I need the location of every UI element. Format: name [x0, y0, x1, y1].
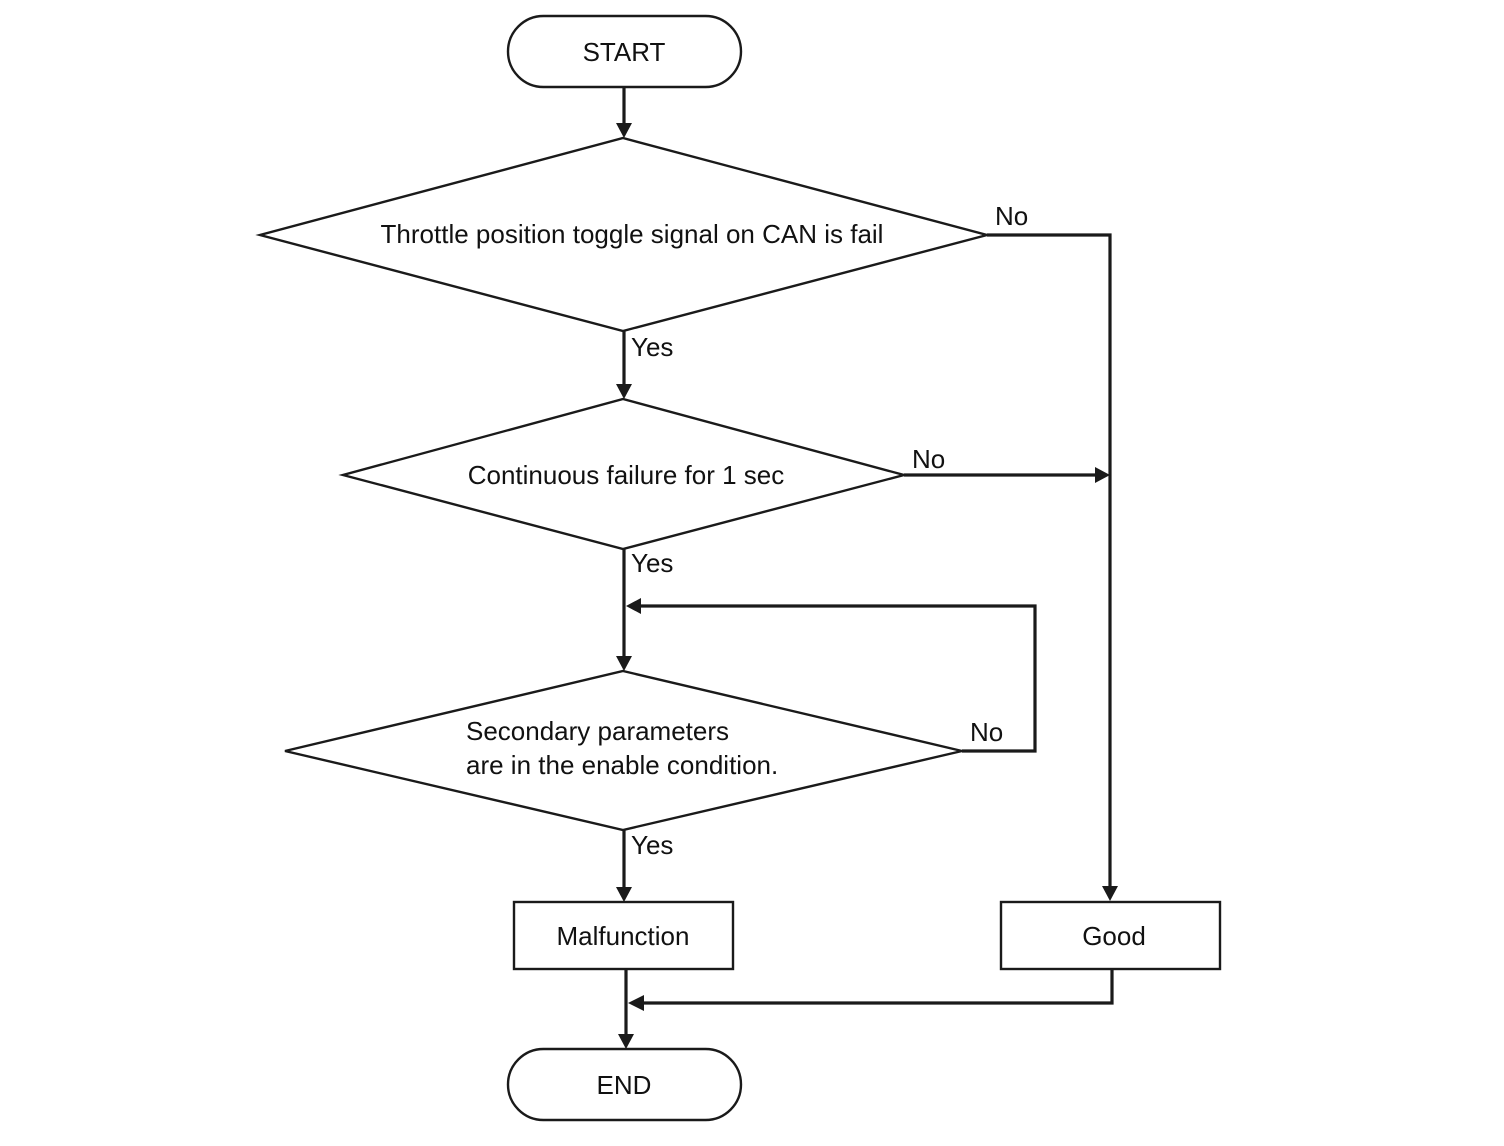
connector-good-to-end — [628, 969, 1114, 1011]
end-terminal: END — [506, 1047, 743, 1122]
arrowhead — [618, 1034, 634, 1049]
malfunction-label: Malfunction — [557, 921, 690, 951]
malfunction-box: Malfunction — [512, 900, 735, 971]
edge-label-d2-no: No — [912, 444, 945, 474]
connector-decision2-yes — [616, 549, 632, 671]
start-label: START — [583, 37, 666, 67]
connector-decision3-no-loop — [626, 598, 1037, 753]
decision-throttle-signal-fail: Throttle position toggle signal on CAN i… — [255, 136, 992, 333]
good-box: Good — [999, 900, 1222, 971]
decision-secondary-parameters: Secondary parameters are in the enable c… — [284, 669, 963, 832]
edge-label-d2-yes: Yes — [631, 548, 673, 578]
decision-secondary-parameters-label-line1: Secondary parameters — [466, 716, 729, 746]
arrowhead — [616, 656, 632, 671]
connector-decision3-yes — [616, 830, 632, 902]
start-terminal: START — [506, 14, 743, 89]
good-label: Good — [1082, 921, 1146, 951]
connector-decision2-no — [904, 467, 1110, 483]
arrowhead — [616, 384, 632, 399]
decision-continuous-failure: Continuous failure for 1 sec — [338, 397, 909, 551]
edge-label-d1-yes: Yes — [631, 332, 673, 362]
connector-malfunction-to-end — [618, 969, 634, 1049]
edge-label-d3-no: No — [970, 717, 1003, 747]
end-label: END — [597, 1070, 652, 1100]
edge-label-d1-no: No — [995, 201, 1028, 231]
arrowhead — [628, 995, 644, 1011]
connector-start-to-decision1 — [616, 88, 632, 138]
decision-continuous-failure-label: Continuous failure for 1 sec — [468, 460, 785, 490]
connector-decision1-no-to-good — [987, 233, 1118, 901]
decision-throttle-signal-fail-label: Throttle position toggle signal on CAN i… — [381, 219, 884, 249]
arrowhead — [1102, 886, 1118, 901]
arrowhead — [616, 123, 632, 138]
arrowhead — [626, 598, 641, 614]
arrowhead — [616, 887, 632, 902]
decision-secondary-parameters-label-line2: are in the enable condition. — [466, 750, 778, 780]
arrowhead — [1095, 467, 1110, 483]
edge-label-d3-yes: Yes — [631, 830, 673, 860]
connector-decision1-yes — [616, 331, 632, 399]
